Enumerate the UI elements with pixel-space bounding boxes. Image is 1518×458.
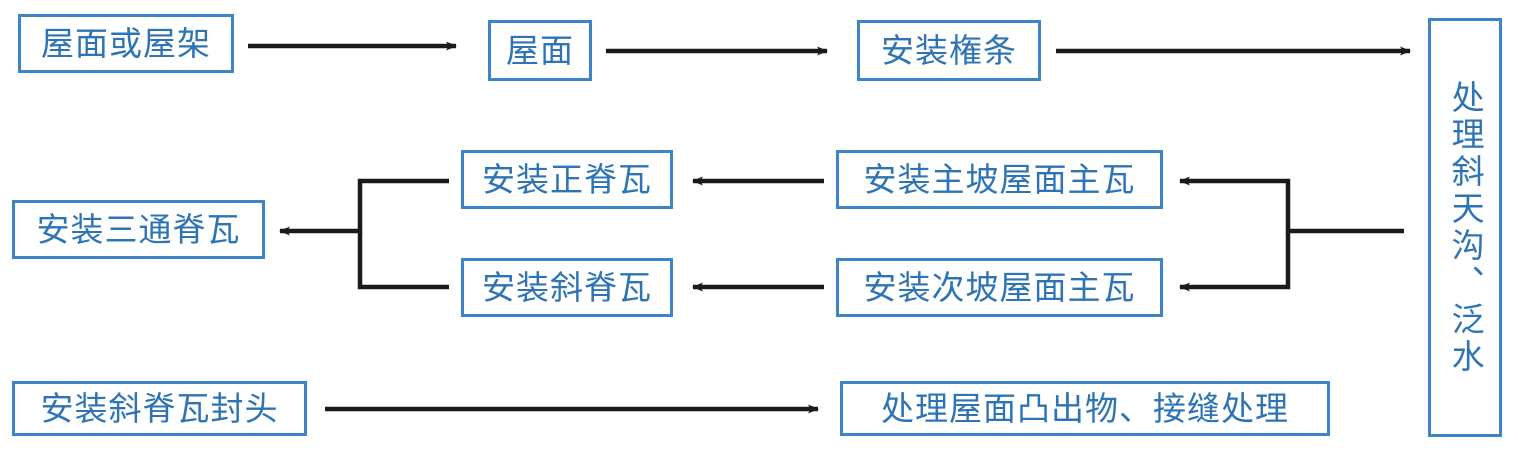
flow-edge-e4 xyxy=(1179,176,1404,234)
flow-node-n4[interactable]: 处理斜天沟、泛水 xyxy=(1428,18,1502,437)
flow-node-n8[interactable]: 安装主坡屋面主瓦 xyxy=(836,150,1163,209)
flow-node-n7[interactable]: 安装斜脊瓦 xyxy=(461,258,673,317)
flow-node-n5[interactable]: 安装三通脊瓦 xyxy=(12,200,265,259)
flow-edge-e9 xyxy=(357,231,449,290)
flow-node-n2[interactable]: 屋面 xyxy=(488,20,592,81)
flow-edge-e8 xyxy=(279,178,449,236)
flow-node-n10[interactable]: 安装斜脊瓦封头 xyxy=(12,381,307,436)
flow-node-n3[interactable]: 安装権条 xyxy=(857,20,1041,81)
edge-group xyxy=(248,41,1411,414)
flow-node-n9[interactable]: 安装次坡屋面主瓦 xyxy=(836,258,1163,317)
flow-node-n6[interactable]: 安装正脊瓦 xyxy=(461,150,673,209)
flow-edge-e5 xyxy=(1179,231,1291,292)
flow-node-n1[interactable]: 屋面或屋架 xyxy=(18,14,234,73)
flow-node-n11[interactable]: 处理屋面凸出物、接缝处理 xyxy=(840,381,1330,436)
